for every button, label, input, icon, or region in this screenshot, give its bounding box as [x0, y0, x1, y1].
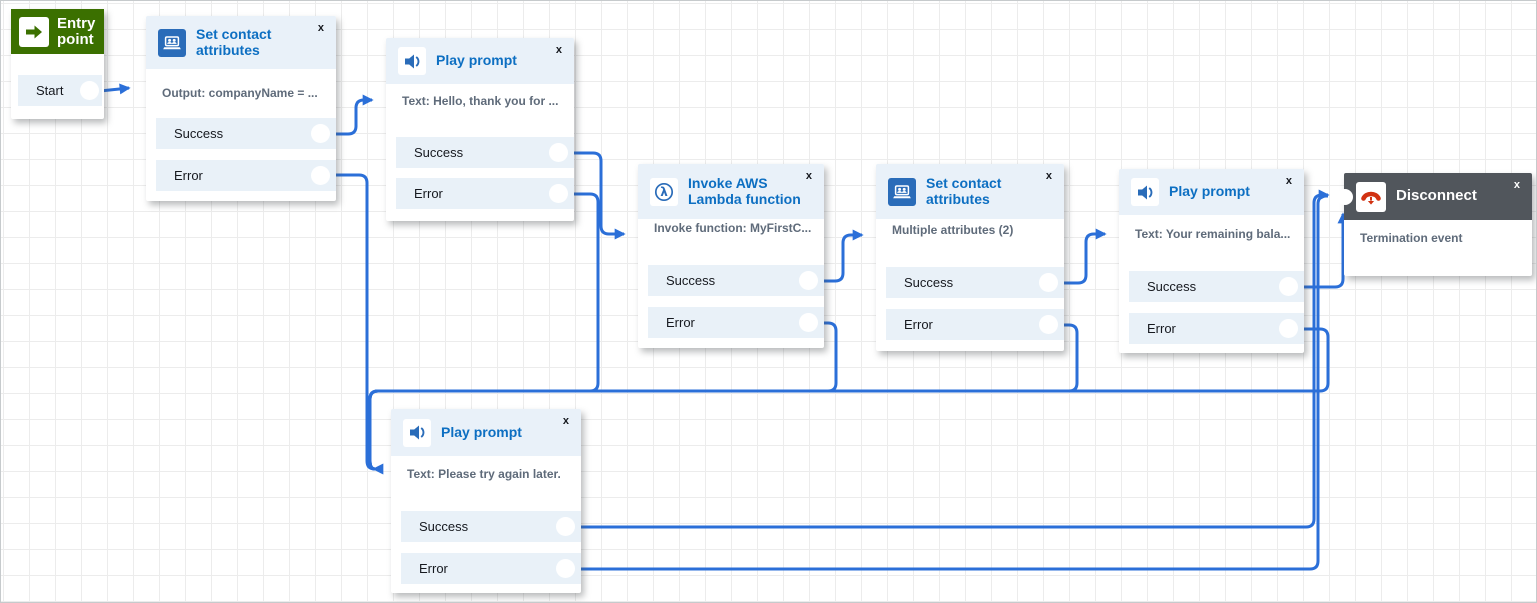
card-title: Play prompt — [1169, 183, 1250, 200]
output-port[interactable] — [556, 517, 575, 536]
set-contact-attributes-icon — [888, 177, 916, 206]
card-title: Invoke AWS Lambda function — [688, 174, 801, 207]
card-summary: Multiple attributes (2) — [892, 223, 1014, 237]
output-label: Success — [1147, 279, 1197, 294]
input-port[interactable] — [1337, 189, 1353, 205]
card-title: Set contact attributes — [926, 174, 1002, 207]
connector-sca2-success-to-pp3[interactable] — [1057, 228, 1107, 285]
connector-pp1-success-to-lambda[interactable] — [567, 151, 626, 240]
close-icon[interactable]: x — [317, 22, 324, 34]
output-label: Error — [1147, 321, 1176, 336]
close-icon[interactable]: x — [1285, 175, 1292, 187]
card-header: Play prompt x — [391, 409, 581, 456]
connector-sca1-success-to-pp1[interactable] — [329, 94, 374, 136]
connector-start-to-sca1[interactable] — [99, 83, 131, 95]
node-invoke-aws-lambda-function[interactable]: λ Invoke AWS Lambda function x Invoke fu… — [638, 164, 824, 348]
card-summary: Output: companyName = ... — [162, 86, 318, 100]
output-row-success[interactable]: Success — [886, 267, 1064, 298]
output-row-success[interactable]: Success — [1129, 271, 1304, 302]
output-label: Success — [666, 273, 716, 288]
output-row-error[interactable]: Error — [396, 178, 574, 209]
output-label: Success — [414, 145, 464, 160]
output-row-success[interactable]: Success — [401, 511, 581, 542]
node-set-contact-attributes-2[interactable]: Set contact attributes x Multiple attrib… — [876, 164, 1064, 351]
node-set-contact-attributes-1[interactable]: Set contact attributes x Output: company… — [146, 16, 336, 201]
connector-pp3-error-to-pp4[interactable] — [368, 327, 1330, 471]
output-row-error[interactable]: Error — [401, 553, 581, 584]
output-port[interactable] — [556, 559, 575, 578]
card-header: Play prompt x — [1119, 169, 1304, 215]
output-label: Error — [174, 168, 203, 183]
output-label: Error — [414, 186, 443, 201]
connector-pp4-error-to-disconnect[interactable] — [574, 194, 1328, 571]
play-prompt-icon — [403, 418, 431, 447]
output-row-success[interactable]: Success — [648, 265, 824, 296]
output-port[interactable] — [1039, 315, 1058, 334]
output-row-error[interactable]: Error — [156, 160, 336, 191]
close-icon[interactable]: x — [555, 44, 562, 56]
output-label: Success — [174, 126, 224, 141]
output-row-error[interactable]: Error — [886, 309, 1064, 340]
node-play-prompt-2[interactable]: Play prompt x Text: Your remaining bala.… — [1119, 169, 1304, 353]
output-label: Error — [419, 561, 448, 576]
output-port[interactable] — [799, 313, 818, 332]
node-entry-point[interactable]: Entry point Start — [11, 9, 104, 119]
close-icon[interactable]: x — [1045, 170, 1052, 182]
close-icon[interactable]: x — [562, 415, 569, 427]
connector-lambda-success-to-sca2[interactable] — [817, 229, 864, 283]
play-prompt-icon — [1131, 178, 1159, 206]
output-port[interactable] — [311, 166, 330, 185]
card-title: Play prompt — [436, 52, 517, 69]
card-summary: Text: Please try again later. — [407, 467, 561, 481]
entry-arrow-icon — [19, 16, 49, 47]
disconnect-phone-icon — [1356, 181, 1386, 212]
set-contact-attributes-icon — [158, 28, 186, 57]
card-header: Play prompt x — [386, 38, 574, 84]
output-port[interactable] — [311, 124, 330, 143]
node-play-prompt-3[interactable]: Play prompt x Text: Please try again lat… — [391, 409, 581, 593]
connector-pp3-success-to-disconnect[interactable] — [1297, 212, 1349, 289]
output-port[interactable] — [1279, 277, 1298, 296]
output-port[interactable] — [799, 271, 818, 290]
output-port[interactable] — [80, 81, 99, 100]
node-play-prompt-1[interactable]: Play prompt x Text: Hello, thank you for… — [386, 38, 574, 221]
output-port[interactable] — [1279, 319, 1298, 338]
card-title: Disconnect — [1396, 187, 1477, 205]
card-summary: Termination event — [1360, 231, 1463, 245]
card-summary: Invoke function: MyFirstC... — [654, 221, 812, 235]
svg-text:λ: λ — [660, 185, 668, 199]
card-title: Play prompt — [441, 423, 522, 440]
entry-point-label: Entry point — [57, 14, 96, 48]
close-icon[interactable]: x — [805, 170, 812, 182]
output-row-success[interactable]: Success — [156, 118, 336, 149]
output-row-start[interactable]: Start — [18, 75, 102, 106]
connector-pp4-success-to-disconnect[interactable] — [574, 189, 1330, 529]
lambda-icon: λ — [650, 177, 678, 206]
output-port[interactable] — [1039, 273, 1058, 292]
card-summary: Text: Hello, thank you for ... — [402, 94, 559, 108]
output-row-error[interactable]: Error — [648, 307, 824, 338]
output-row-success[interactable]: Success — [396, 137, 574, 168]
card-header: Set contact attributes x — [876, 164, 1064, 219]
card-header: Set contact attributes x — [146, 16, 336, 69]
output-label: Error — [904, 317, 933, 332]
output-label: Start — [36, 83, 64, 98]
card-header: λ Invoke AWS Lambda function x — [638, 164, 824, 219]
output-port[interactable] — [549, 143, 568, 162]
output-port[interactable] — [549, 184, 568, 203]
play-prompt-icon — [398, 47, 426, 75]
card-title: Set contact attributes — [196, 25, 272, 58]
entry-point-header: Entry point — [11, 9, 104, 54]
node-disconnect[interactable]: Disconnect x Termination event — [1337, 173, 1532, 276]
output-label: Success — [419, 519, 469, 534]
card-summary: Text: Your remaining bala... — [1135, 227, 1291, 241]
close-icon[interactable]: x — [1513, 179, 1520, 191]
card-header: Disconnect x — [1337, 173, 1532, 220]
output-label: Success — [904, 275, 954, 290]
output-row-error[interactable]: Error — [1129, 313, 1304, 344]
output-label: Error — [666, 315, 695, 330]
